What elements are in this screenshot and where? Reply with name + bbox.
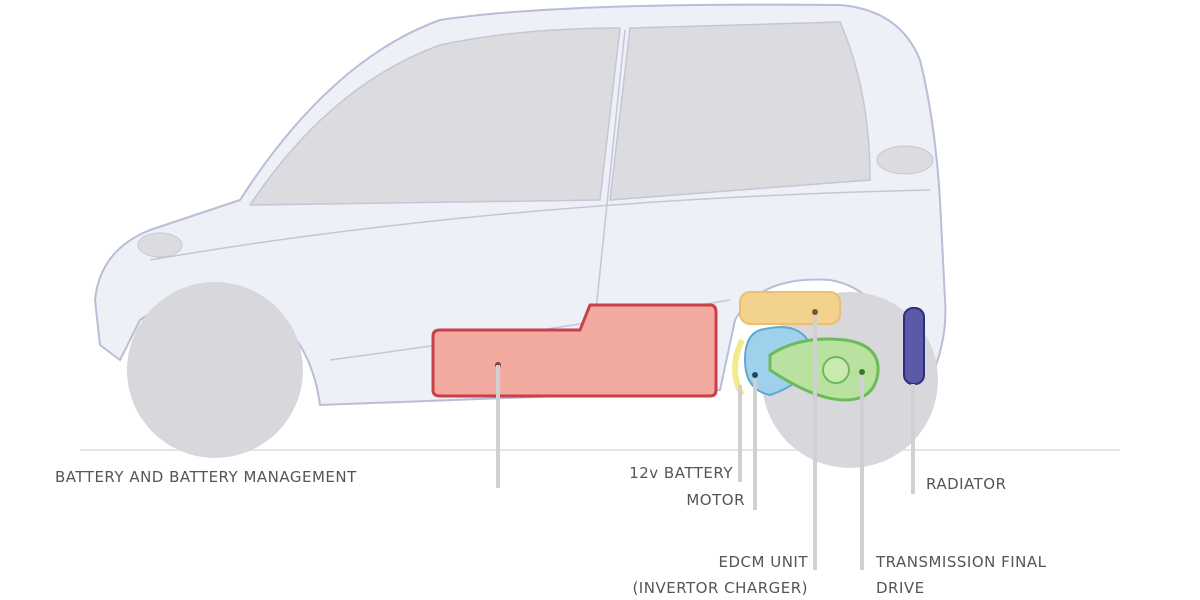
label-edcm-line1: EDCM UNIT — [718, 553, 808, 571]
final-drive — [822, 356, 850, 384]
rear-wheel — [127, 282, 303, 458]
radiator — [903, 307, 925, 385]
door-line — [594, 29, 626, 321]
taillight — [137, 232, 183, 258]
headlight — [876, 145, 934, 175]
battery-pack — [431, 303, 718, 398]
label-12v-battery: 12v BATTERY — [629, 464, 733, 482]
leader-lines — [496, 312, 915, 570]
transmission-marker — [859, 369, 865, 375]
motor-marker — [752, 372, 758, 378]
front-window — [609, 21, 871, 201]
side-window — [248, 27, 621, 206]
edcm-marker — [812, 309, 818, 315]
label-transmission-line1: TRANSMISSION FINAL — [876, 553, 1047, 571]
label-battery: BATTERY AND BATTERY MANAGEMENT — [55, 468, 357, 486]
label-motor: MOTOR — [686, 491, 745, 509]
label-transmission-line2: DRIVE — [876, 579, 925, 597]
label-edcm-line2: (INVERTOR CHARGER) — [632, 579, 808, 597]
label-radiator: RADIATOR — [926, 475, 1007, 493]
battery-12v — [739, 291, 841, 325]
body-crease — [149, 189, 931, 261]
